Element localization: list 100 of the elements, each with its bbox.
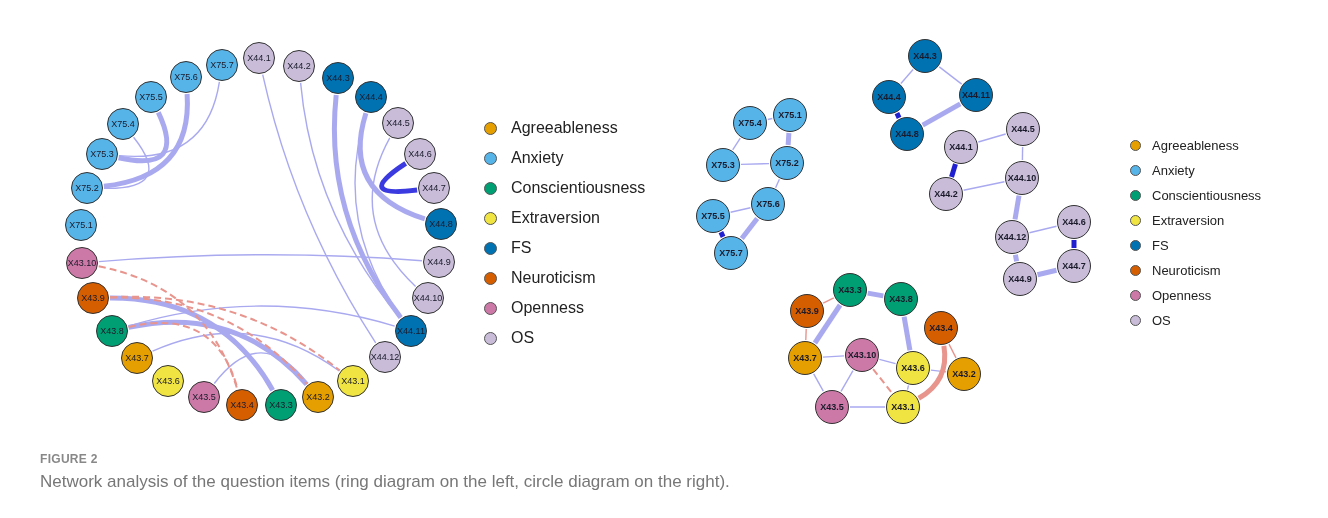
network-edge: [1021, 146, 1024, 161]
node-label: X43.4: [230, 400, 254, 410]
item-node: [337, 365, 369, 397]
network-edge: [949, 163, 958, 178]
network-edge: [1012, 195, 1022, 220]
legend-label: Openness: [1152, 288, 1212, 303]
legend-label: Openness: [511, 299, 584, 317]
item-node: [947, 357, 981, 391]
network-edge: [878, 358, 897, 365]
node-label: X44.2: [287, 61, 311, 71]
node-label: X44.9: [1008, 274, 1032, 284]
node-label: X44.4: [359, 92, 383, 102]
node-label: X75.7: [210, 60, 234, 70]
network-edge: [732, 137, 741, 151]
item-node: [283, 50, 315, 82]
network-edge: [901, 316, 913, 351]
node-label: X75.3: [711, 160, 735, 170]
item-node: [944, 130, 978, 164]
legend-label: Anxiety: [511, 149, 564, 167]
network-edge: [822, 355, 845, 358]
node-label: X75.6: [756, 199, 780, 209]
item-node: [96, 315, 128, 347]
item-node: [815, 390, 849, 424]
item-node: [714, 236, 748, 270]
network-edge: [849, 406, 886, 408]
item-node: [71, 172, 103, 204]
figure-caption: Network analysis of the question items (ring diagram on the left, circle diagram on the right).: [40, 472, 730, 492]
network-edge: [813, 373, 824, 392]
item-node: [302, 381, 334, 413]
item-node: [412, 282, 444, 314]
item-node: [1003, 262, 1037, 296]
node-label: X44.5: [386, 118, 410, 128]
network-edge: [767, 117, 773, 121]
network-edge: [812, 303, 843, 345]
item-node: [706, 148, 740, 182]
item-node: [404, 138, 436, 170]
node-label: X44.12: [997, 232, 1027, 242]
item-node: [152, 365, 184, 397]
item-node: [1057, 205, 1091, 239]
legend-label: Conscientiousness: [1152, 188, 1262, 203]
network-edge: [977, 133, 1007, 143]
node-label: X43.2: [952, 369, 976, 379]
item-node: [423, 246, 455, 278]
node-label: X43.10: [847, 350, 877, 360]
network-edge: [921, 101, 962, 128]
node-label: X75.4: [738, 118, 762, 128]
item-node: [265, 389, 297, 421]
item-node: [845, 338, 879, 372]
network-edge: [213, 352, 309, 385]
item-node: [188, 381, 220, 413]
dashed-network-edge: [109, 295, 341, 372]
node-label: X75.2: [75, 183, 99, 193]
network-edge: [938, 66, 963, 85]
network-edge: [962, 181, 1006, 191]
item-node: [872, 80, 906, 114]
item-node: [206, 49, 238, 81]
figure-number: FIGURE 2: [40, 452, 98, 466]
legend-label: Conscientiousness: [511, 179, 646, 197]
item-node: [107, 108, 139, 140]
node-label: X43.9: [81, 293, 105, 303]
node-label: X44.2: [934, 189, 958, 199]
item-node: [369, 341, 401, 373]
legend-label: OS: [1152, 313, 1171, 328]
legend-label: Neuroticism: [511, 269, 596, 287]
item-node: [696, 199, 730, 233]
item-node: [788, 341, 822, 375]
node-label: X44.7: [1062, 261, 1086, 271]
legend-label: OS: [511, 329, 535, 347]
node-label: X43.2: [306, 392, 330, 402]
network-edge: [118, 111, 170, 164]
network-edge: [98, 254, 423, 263]
node-label: X75.6: [174, 72, 198, 82]
network-edge: [1071, 240, 1077, 248]
network-edge: [729, 207, 752, 213]
node-label: X44.11: [962, 90, 990, 100]
node-label: X44.1: [949, 142, 973, 152]
node-label: X43.5: [820, 402, 844, 412]
network-edge: [930, 369, 947, 373]
node-label: X43.9: [795, 306, 819, 316]
network-edge: [151, 332, 340, 372]
network-edge: [774, 178, 781, 189]
network-edge: [948, 343, 957, 359]
item-node: [395, 315, 427, 347]
node-label: X43.6: [156, 376, 180, 386]
network-edge: [900, 68, 914, 85]
node-label: X44.8: [429, 219, 453, 229]
item-node: [1057, 249, 1091, 283]
legend-label: Agreeableness: [511, 119, 618, 137]
item-node: [135, 81, 167, 113]
node-label: X44.3: [326, 73, 350, 83]
item-node: [382, 107, 414, 139]
item-node: [121, 342, 153, 374]
node-label: X75.2: [775, 158, 799, 168]
node-label: X44.10: [413, 293, 443, 303]
dashed-network-edge: [109, 296, 308, 386]
item-node: [243, 42, 275, 74]
node-label: X43.10: [67, 258, 97, 268]
legend-label: Neuroticism: [1152, 263, 1221, 278]
node-label: X75.3: [90, 149, 114, 159]
node-label: X44.6: [1062, 217, 1086, 227]
